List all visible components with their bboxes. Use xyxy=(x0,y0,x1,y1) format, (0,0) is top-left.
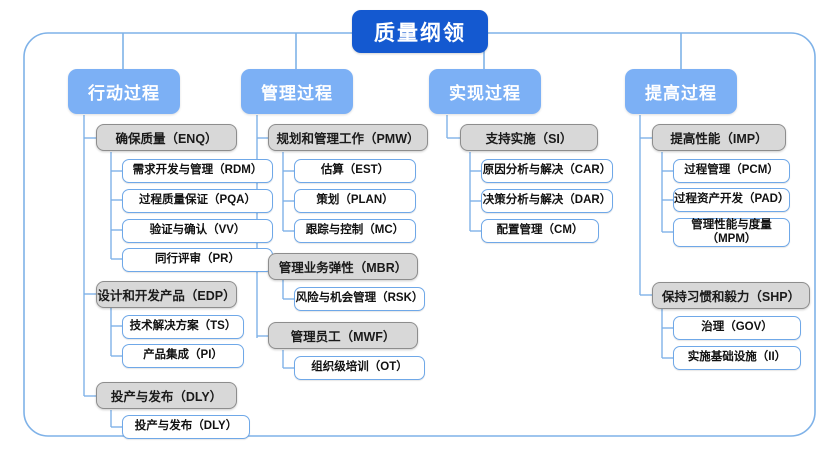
leaf-node-rdm[interactable]: 需求开发与管理（RDM） xyxy=(122,159,273,183)
column-header-realization-process[interactable]: 实现过程 xyxy=(429,69,541,114)
group-node-pmw[interactable]: 规划和管理工作（PMW） xyxy=(268,124,428,151)
leaf-node-pr[interactable]: 同行评审（PR） xyxy=(122,248,273,272)
group-node-edp[interactable]: 设计和开发产品（EDP） xyxy=(96,281,237,308)
leaf-node-mpm[interactable]: 管理性能与度量 （MPM） xyxy=(673,218,790,247)
column-header-improvement-process[interactable]: 提高过程 xyxy=(625,69,737,114)
leaf-node-est[interactable]: 估算（EST） xyxy=(294,159,416,183)
group-node-enq[interactable]: 确保质量（ENQ） xyxy=(96,124,237,151)
group-node-shp[interactable]: 保持习惯和毅力（SHP） xyxy=(652,282,810,309)
leaf-node-cm[interactable]: 配置管理（CM） xyxy=(481,219,599,243)
leaf-node-vv[interactable]: 验证与确认（VV） xyxy=(122,219,273,243)
leaf-node-pi[interactable]: 产品集成（PI） xyxy=(122,344,244,368)
root-node[interactable]: 质量纲领 xyxy=(352,10,488,53)
leaf-node-mc[interactable]: 跟踪与控制（MC） xyxy=(294,219,416,243)
group-node-mbr[interactable]: 管理业务弹性（MBR） xyxy=(268,253,418,280)
leaf-node-pcm[interactable]: 过程管理（PCM） xyxy=(673,159,790,183)
column-header-management-process[interactable]: 管理过程 xyxy=(241,69,353,114)
group-node-si[interactable]: 支持实施（SI） xyxy=(460,124,598,151)
group-node-imp[interactable]: 提高性能（IMP） xyxy=(652,124,786,151)
leaf-node-rsk[interactable]: 风险与机会管理（RSK） xyxy=(294,287,425,311)
leaf-node-car[interactable]: 原因分析与解决（CAR） xyxy=(481,159,613,183)
leaf-node-ts[interactable]: 技术解决方案（TS） xyxy=(122,315,244,339)
column-header-action-process[interactable]: 行动过程 xyxy=(68,69,180,114)
leaf-node-ot[interactable]: 组织级培训（OT） xyxy=(294,356,425,380)
leaf-node-dar[interactable]: 决策分析与解决（DAR） xyxy=(481,189,613,213)
leaf-node-ii[interactable]: 实施基础设施（II） xyxy=(673,346,801,370)
group-node-dly-group[interactable]: 投产与发布（DLY） xyxy=(96,382,237,409)
leaf-node-plan[interactable]: 策划（PLAN） xyxy=(294,189,416,213)
leaf-node-dly[interactable]: 投产与发布（DLY） xyxy=(122,415,250,439)
leaf-node-pqa[interactable]: 过程质量保证（PQA） xyxy=(122,189,273,213)
group-node-mwf[interactable]: 管理员工（MWF） xyxy=(268,322,418,349)
leaf-node-pad[interactable]: 过程资产开发（PAD） xyxy=(673,188,790,212)
leaf-node-gov[interactable]: 治理（GOV） xyxy=(673,316,801,340)
